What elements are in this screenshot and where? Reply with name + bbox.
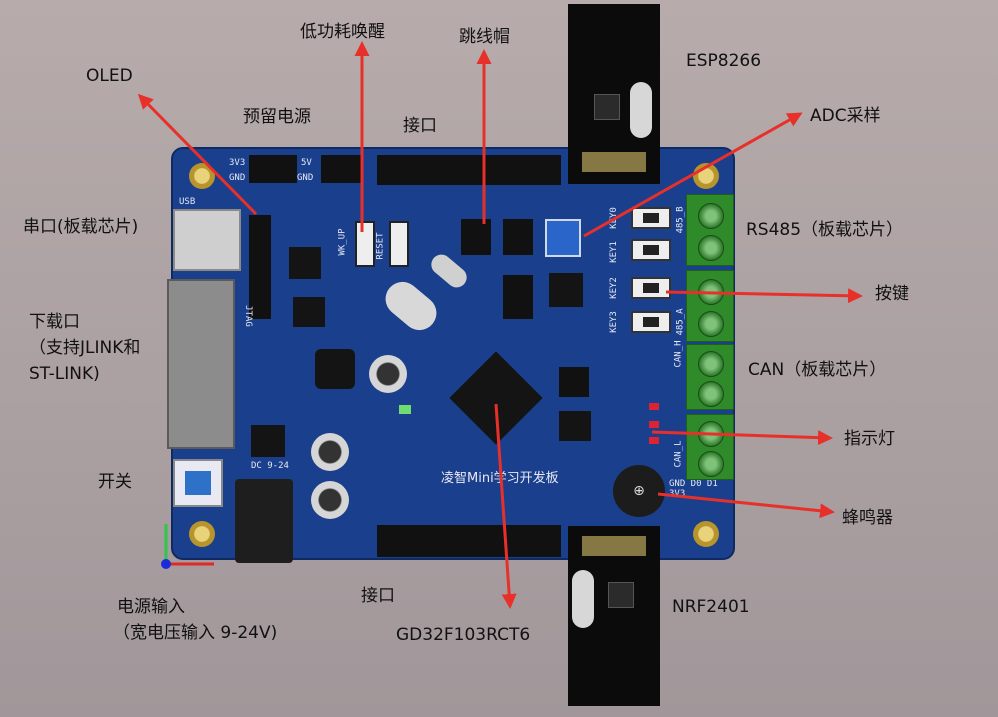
jumper-block-2 bbox=[503, 219, 533, 255]
capacitor bbox=[311, 481, 349, 519]
label-uart: 串口(板载芯片) bbox=[23, 217, 139, 237]
label-download-port-3: ST-LINK) bbox=[29, 364, 100, 384]
silk-gnd: GND bbox=[229, 173, 246, 183]
label-esp8266: ESP8266 bbox=[686, 51, 762, 71]
rs485-terminal bbox=[686, 194, 734, 266]
usb-connector bbox=[173, 209, 241, 271]
jumper-block bbox=[461, 219, 491, 255]
key2-button[interactable] bbox=[631, 277, 671, 299]
power-led bbox=[399, 405, 411, 414]
mount-hole bbox=[189, 521, 215, 547]
arrow-adc bbox=[583, 112, 803, 238]
label-rs485: RS485（板载芯片） bbox=[746, 220, 904, 240]
power-header-5v bbox=[321, 155, 361, 183]
label-can: CAN（板载芯片） bbox=[748, 360, 887, 380]
label-download-port: 下载口 bbox=[29, 312, 80, 332]
ic-chip bbox=[293, 297, 325, 327]
arrow-oled bbox=[137, 93, 258, 216]
label-buzzer: 蜂鸣器 bbox=[842, 508, 893, 528]
arrow-indicator bbox=[651, 430, 833, 446]
ic-chip bbox=[289, 247, 321, 279]
label-mcu: GD32F103RCT6 bbox=[396, 625, 531, 645]
inductor bbox=[315, 349, 355, 389]
silk-5v: 5V bbox=[301, 158, 312, 168]
axis-gizmo bbox=[161, 524, 214, 569]
buzzer: ⊕ bbox=[613, 465, 665, 517]
label-download-port-2: （支持JLINK和 bbox=[29, 338, 141, 358]
key3-button[interactable] bbox=[631, 311, 671, 333]
ic-chip bbox=[251, 425, 285, 457]
power-header-3v3 bbox=[249, 155, 297, 183]
jumper-block-3 bbox=[503, 275, 533, 319]
jtag-connector bbox=[167, 279, 235, 449]
oled-header bbox=[249, 215, 271, 319]
arrow-keys bbox=[665, 288, 863, 304]
capacitor bbox=[311, 433, 349, 471]
can-terminal bbox=[686, 344, 734, 410]
indicator-led bbox=[649, 437, 659, 444]
key1-button[interactable] bbox=[631, 239, 671, 261]
label-interface-bottom: 接口 bbox=[361, 586, 395, 606]
dc-jack bbox=[235, 479, 293, 563]
label-keys: 按键 bbox=[875, 284, 909, 304]
label-reserved-power: 预留电源 bbox=[243, 107, 311, 127]
indicator-terminal bbox=[686, 414, 734, 480]
ic-chip bbox=[559, 411, 591, 441]
ic-chip bbox=[549, 273, 583, 307]
label-power-input: 电源输入 bbox=[117, 597, 185, 617]
top-interface-header bbox=[377, 155, 561, 185]
arrow-buzzer bbox=[657, 492, 835, 519]
bottom-interface-header bbox=[377, 525, 561, 557]
label-jumper-cap: 跳线帽 bbox=[459, 27, 510, 47]
silk-usb: USB bbox=[179, 197, 196, 207]
silk-bottom-pins: GND D0 D1 3V3 bbox=[669, 479, 718, 499]
nrf2401-module bbox=[568, 526, 660, 706]
silk-gnd: GND bbox=[297, 173, 314, 183]
indicator-led bbox=[649, 403, 659, 410]
silk-dc: DC 9-24 bbox=[251, 461, 289, 471]
key0-button[interactable] bbox=[631, 207, 671, 229]
pcb-board: 3V3 GND 5V GND USB JTAG DC 9-24 WK_UP RE… bbox=[167, 147, 735, 563]
reset-button[interactable] bbox=[389, 221, 409, 267]
jumper-block-4 bbox=[559, 367, 589, 397]
label-switch: 开关 bbox=[98, 472, 132, 492]
label-low-power-wakeup: 低功耗唤醒 bbox=[300, 22, 385, 42]
silk-3v3: 3V3 bbox=[229, 158, 246, 168]
esp8266-module bbox=[568, 4, 660, 184]
mount-hole bbox=[693, 521, 719, 547]
wkup-button[interactable] bbox=[355, 221, 375, 267]
label-power-input-2: （宽电压输入 9-24V) bbox=[113, 623, 278, 643]
label-interface-top: 接口 bbox=[403, 116, 437, 136]
indicator-led bbox=[649, 421, 659, 428]
label-indicator: 指示灯 bbox=[844, 429, 895, 449]
adc-potentiometer[interactable] bbox=[545, 219, 581, 257]
label-oled: OLED bbox=[86, 66, 133, 86]
capacitor bbox=[369, 355, 407, 393]
power-switch[interactable] bbox=[173, 459, 223, 507]
label-adc: ADC采样 bbox=[810, 106, 881, 126]
label-nrf2401: NRF2401 bbox=[672, 597, 750, 617]
arrow-mcu bbox=[494, 403, 517, 609]
